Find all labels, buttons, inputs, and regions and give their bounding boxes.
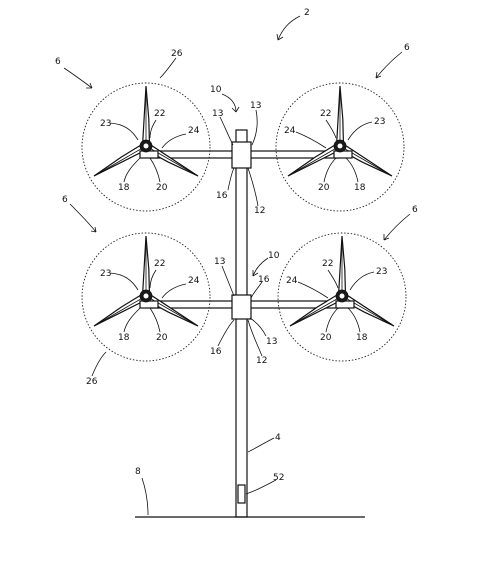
labels: 2 4 8 52 6 6 6 6 26 26 10 13 13 16 12 10… [55,8,418,483]
sensor-box [237,484,246,504]
label-blade-lr: 23 [376,267,387,277]
nacelle-ur [333,150,353,159]
turbine-ul: 23 22 24 18 20 [81,82,211,212]
turbine-group: 23 22 24 18 20 23 22 24 20 18 23 22 24 18 20 23 22 24 20 18 [81,82,407,362]
coupler-sleeve-upper [231,141,252,169]
rotor-blades-ul [93,85,199,177]
swept-area-lr [277,232,407,362]
nacelle-ul [139,150,159,159]
label-sleeve-upper: 16 [216,191,228,201]
label-coupler-lower: 10 [268,251,280,261]
label-swept-upper: 26 [171,49,183,59]
label-rotor-ul: 20 [156,183,168,193]
label-blade-ur: 23 [374,117,385,127]
label-nacelle-ul: 22 [154,109,165,119]
label-arm-lr: 24 [286,276,298,286]
label-arm-ll: 24 [188,276,200,286]
label-turbine-ur: 6 [404,43,410,53]
swept-area-ul [81,82,211,212]
nacelle-ll [139,300,159,309]
label-sleeve-lower: 16 [210,347,222,357]
swept-area-ur [275,82,405,212]
label-hub-ll: 18 [118,333,130,343]
rotor-blades-ur [287,85,393,177]
nacelle-lr [335,300,355,309]
label-post-upper: 12 [254,206,265,216]
label-blade-ll: 23 [100,269,111,279]
turbine-ur: 23 22 24 20 18 [275,82,405,212]
label-ground: 8 [135,467,141,477]
label-mast: 4 [275,433,281,443]
turbine-lr: 23 22 24 20 18 [277,232,407,362]
mast [235,129,248,518]
leader-lines [63,15,411,516]
label-nacelle-ur: 22 [320,109,331,119]
label-bracket-upper-a: 13 [212,109,223,119]
label-turbine-lr: 6 [412,205,418,215]
swept-area-ll [81,232,211,362]
label-nacelle-lr: 22 [322,259,333,269]
label-swept-lower: 26 [86,377,98,387]
label-bracket-lower-a: 13 [214,257,225,267]
label-arm-ur: 24 [284,126,296,136]
label-assembly: 2 [304,8,310,18]
label-sleeve-lower-b: 16 [258,275,270,285]
label-rotor-lr: 20 [320,333,332,343]
coupler-sleeve-lower [231,294,252,320]
turbine-ll: 23 22 24 18 20 [81,232,211,362]
label-sensor: 52 [273,473,284,483]
label-arm-ul: 24 [188,126,200,136]
label-turbine-ll: 6 [62,195,68,205]
rotor-blades-lr [289,235,395,327]
label-bracket-upper-b: 13 [250,101,261,111]
label-hub-ur: 18 [354,183,366,193]
label-nacelle-ll: 22 [154,259,165,269]
label-bracket-lower-b: 13 [266,337,277,347]
label-hub-lr: 18 [356,333,368,343]
label-coupler-upper: 10 [210,85,222,95]
label-blade-ul: 23 [100,119,111,129]
label-rotor-ll: 20 [156,333,168,343]
mast-tube [235,129,248,518]
rotor-blades-ll [93,235,199,327]
label-hub-ul: 18 [118,183,130,193]
label-post-lower: 12 [256,356,267,366]
label-rotor-ur: 20 [318,183,330,193]
label-turbine-ul: 6 [55,57,61,67]
